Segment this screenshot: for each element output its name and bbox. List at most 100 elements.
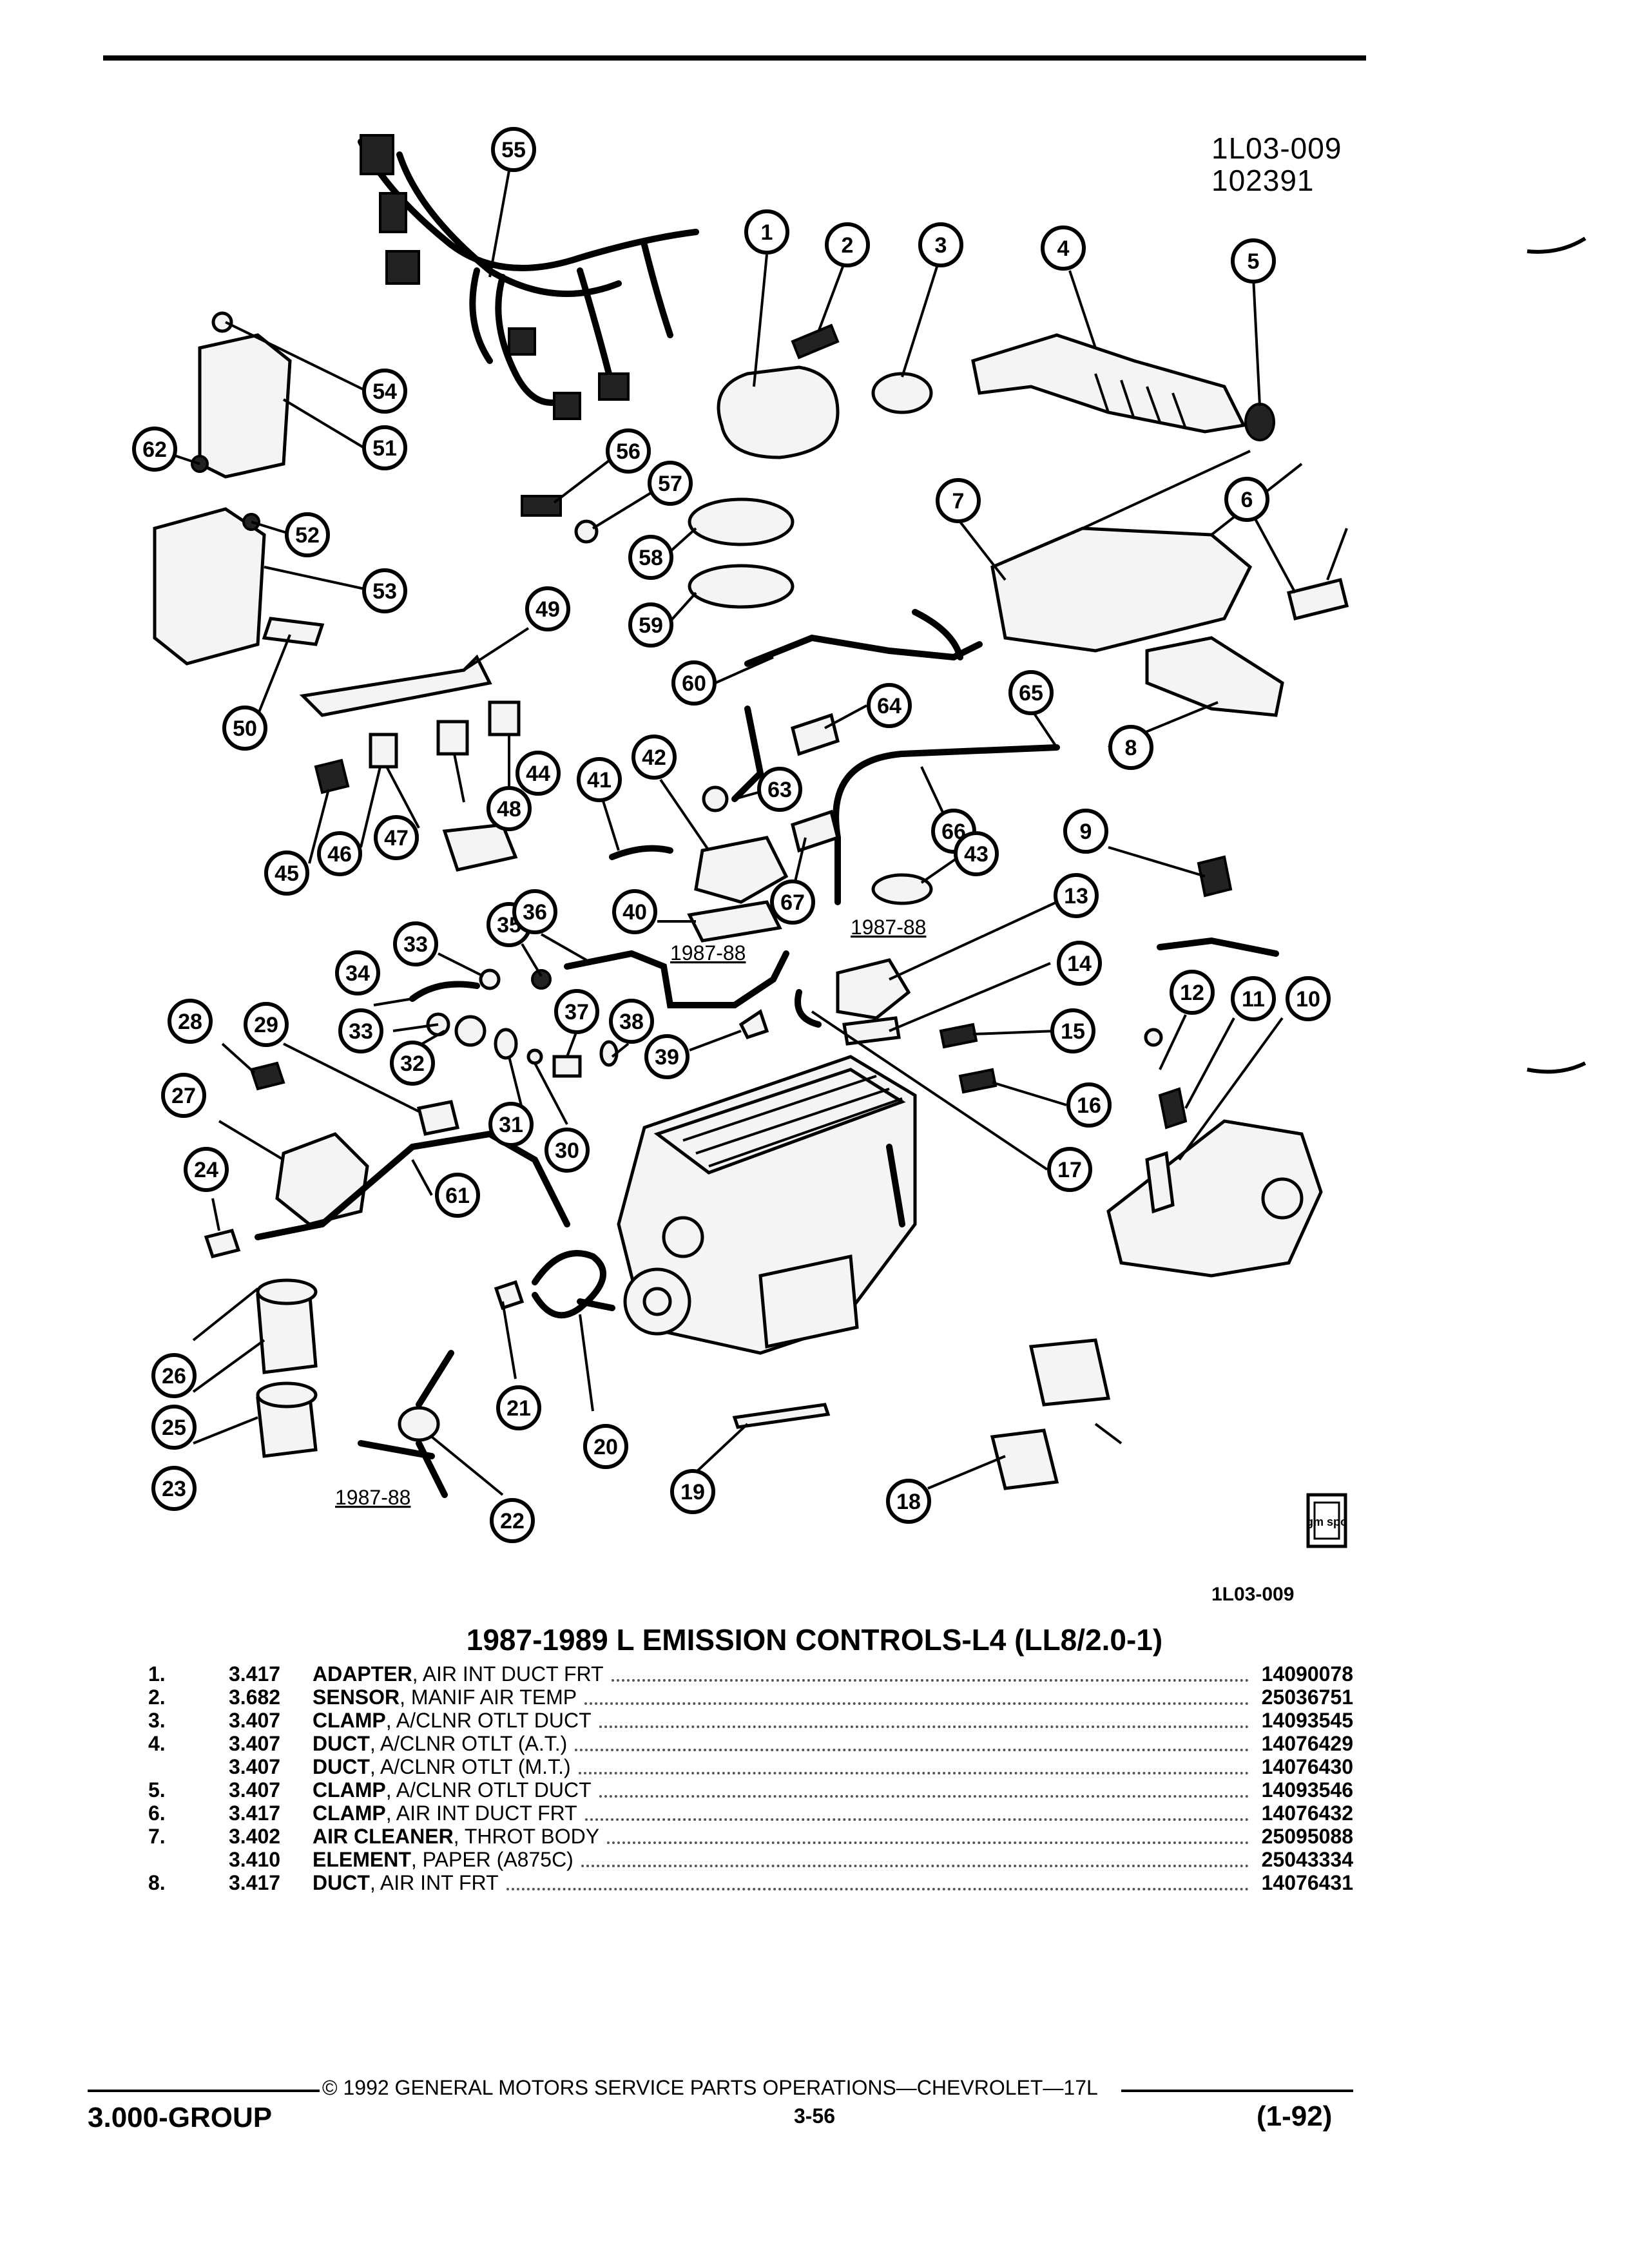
part-name: CLAMP xyxy=(313,1778,386,1802)
gm-spo-logo: gm spo xyxy=(1306,1493,1347,1548)
svg-text:24: 24 xyxy=(194,1158,218,1182)
item-number: 6. xyxy=(148,1802,166,1825)
svg-text:42: 42 xyxy=(642,745,666,770)
section-title: 1987-1989 L EMISSION CONTROLS-L4 (LL8/2.… xyxy=(466,1623,1163,1657)
callout-33: 33 xyxy=(393,921,438,966)
svg-text:46: 46 xyxy=(327,842,352,867)
leader-dots xyxy=(599,1795,1249,1798)
part-description: CLAMP, A/CLNR OTLT DUCT xyxy=(313,1778,592,1802)
group-label: 3.000-GROUP xyxy=(88,2102,273,2133)
clamp xyxy=(871,372,933,414)
group-number: 3.417 xyxy=(229,1662,281,1686)
svg-text:59: 59 xyxy=(639,613,663,638)
part-description: SENSOR, MANIF AIR TEMP xyxy=(313,1686,577,1709)
control-module xyxy=(153,507,266,666)
vacuum-valve xyxy=(871,873,933,905)
svg-text:67: 67 xyxy=(780,890,805,915)
callout-47: 47 xyxy=(374,815,419,860)
svg-text:5: 5 xyxy=(1248,249,1260,274)
part-detail: , THROT BODY xyxy=(453,1825,600,1848)
relay xyxy=(314,758,350,794)
clamp xyxy=(1244,403,1275,441)
callout-62: 62 xyxy=(132,427,177,472)
callout-17: 17 xyxy=(1047,1147,1092,1192)
callout-13: 13 xyxy=(1054,873,1099,918)
bracket xyxy=(299,654,492,717)
sensor xyxy=(958,1068,998,1094)
callout-49: 49 xyxy=(525,586,570,631)
svg-text:41: 41 xyxy=(587,768,612,793)
callout-44: 44 xyxy=(516,751,561,796)
footer-rule-left xyxy=(88,2090,320,2092)
svg-text:38: 38 xyxy=(619,1010,644,1034)
part-name: ADAPTER xyxy=(313,1662,412,1686)
switch xyxy=(1197,855,1233,898)
svg-text:29: 29 xyxy=(254,1013,278,1037)
callout-28: 28 xyxy=(168,999,213,1044)
svg-text:13: 13 xyxy=(1064,884,1088,908)
relay xyxy=(488,700,521,736)
callout-60: 60 xyxy=(671,660,717,706)
gasket xyxy=(990,1428,1059,1490)
callout-16: 16 xyxy=(1066,1082,1112,1128)
switch xyxy=(1158,1087,1188,1129)
module xyxy=(442,823,518,872)
intake-duct xyxy=(1145,636,1284,717)
callout-19: 19 xyxy=(670,1469,715,1514)
callout-numbers: 55 1 2 3 4 5 54 51 62 56 57 7 6 52 58 53… xyxy=(132,127,1331,1543)
svg-text:12: 12 xyxy=(1180,981,1204,1005)
part-detail: , AIR INT FRT xyxy=(369,1871,499,1894)
air-temp-sensor xyxy=(791,323,840,360)
callout-34: 34 xyxy=(335,950,380,995)
gasket xyxy=(687,900,782,943)
transmission-housing xyxy=(1106,937,1323,1278)
leader-dots xyxy=(506,1888,1249,1890)
nut xyxy=(574,519,599,544)
svg-text:47: 47 xyxy=(384,826,409,850)
clip xyxy=(262,617,325,646)
clip xyxy=(702,785,729,812)
callout-22: 22 xyxy=(490,1498,535,1543)
leader-dots xyxy=(584,1702,1249,1705)
callout-7: 7 xyxy=(936,478,981,523)
part-number: 14076430 xyxy=(1261,1755,1353,1778)
exploded-parts-diagram: 1987-88 1987-88 1987-88 gm spo xyxy=(132,127,1586,1548)
part-description: DUCT, A/CLNR OTLT (A.T.) xyxy=(313,1732,567,1755)
part-name: DUCT xyxy=(313,1755,370,1778)
callout-50: 50 xyxy=(222,706,267,751)
svg-text:55: 55 xyxy=(501,138,526,162)
svg-text:14: 14 xyxy=(1067,952,1092,976)
callout-6: 6 xyxy=(1224,477,1269,522)
part-number: 14076431 xyxy=(1261,1871,1353,1894)
svg-text:50: 50 xyxy=(233,716,257,741)
svg-text:18: 18 xyxy=(896,1490,921,1514)
year-label: 1987-88 xyxy=(335,1486,410,1509)
svg-text:44: 44 xyxy=(526,762,550,786)
item-number: 2. xyxy=(148,1686,166,1709)
part-name: ELEMENT xyxy=(313,1848,411,1871)
part-number: 14093546 xyxy=(1261,1778,1353,1802)
bolt xyxy=(211,311,233,333)
callout-29: 29 xyxy=(244,1002,289,1047)
item-number: 4. xyxy=(148,1732,166,1755)
callout-32: 32 xyxy=(390,1041,435,1086)
leader-dots xyxy=(585,1818,1249,1821)
group-number: 3.417 xyxy=(229,1802,281,1825)
callout-42: 42 xyxy=(631,735,677,780)
part-name: SENSOR xyxy=(313,1686,400,1709)
callout-24: 24 xyxy=(184,1147,229,1192)
callout-61: 61 xyxy=(435,1173,480,1218)
callout-52: 52 xyxy=(285,512,330,557)
svg-text:1: 1 xyxy=(761,220,773,245)
svg-text:56: 56 xyxy=(616,439,641,464)
svg-text:49: 49 xyxy=(535,597,560,622)
o-ring xyxy=(494,1028,518,1060)
callout-27: 27 xyxy=(161,1073,206,1118)
callout-58: 58 xyxy=(628,535,673,580)
part-description: DUCT, A/CLNR OTLT (M.T.) xyxy=(313,1755,571,1778)
air-intake-adapter xyxy=(717,365,840,459)
callout-11: 11 xyxy=(1231,976,1276,1021)
